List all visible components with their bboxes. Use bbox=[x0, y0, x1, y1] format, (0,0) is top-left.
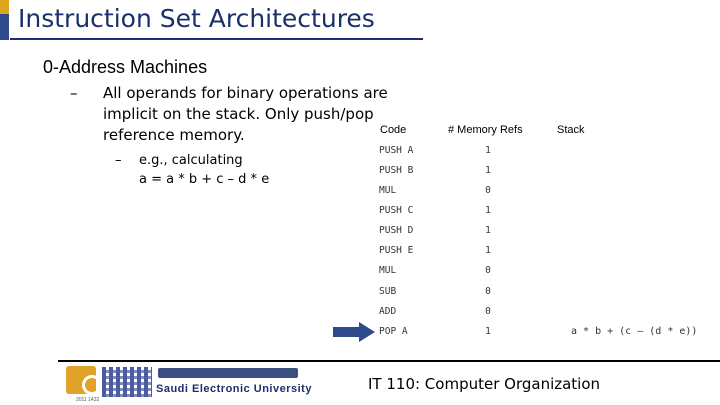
mem-refs-cell: 1 bbox=[485, 205, 491, 216]
example-expression: a = a * b + c – d * e bbox=[139, 172, 270, 187]
table-header-stack: Stack bbox=[557, 124, 585, 136]
slide-title: Instruction Set Architectures bbox=[18, 4, 375, 33]
course-footer: IT 110: Computer Organization bbox=[368, 375, 601, 393]
table-row: ADD 0 bbox=[0, 306, 720, 320]
table-row: MUL 0 bbox=[0, 185, 720, 199]
table-row: SUB 0 bbox=[0, 286, 720, 300]
code-cell: PUSH B bbox=[379, 165, 414, 176]
mem-refs-cell: 1 bbox=[485, 145, 491, 156]
accent-square-gold bbox=[0, 0, 9, 14]
table-row: PUSH A 1 bbox=[0, 145, 720, 159]
mem-refs-cell: 1 bbox=[485, 245, 491, 256]
bullet-dash: – bbox=[70, 84, 78, 102]
right-arrow-icon bbox=[333, 322, 375, 342]
mem-refs-cell: 0 bbox=[485, 306, 491, 317]
table-header-memory-refs: # Memory Refs bbox=[448, 124, 523, 136]
stack-cell: a * b + (c – (d * e)) bbox=[571, 326, 698, 337]
table-row: PUSH B 1 bbox=[0, 165, 720, 179]
logo-english-text: Saudi Electronic University bbox=[156, 383, 312, 395]
bullet-dash: – bbox=[115, 153, 122, 168]
code-cell: PUSH E bbox=[379, 245, 414, 256]
mem-refs-cell: 1 bbox=[485, 165, 491, 176]
footer-divider bbox=[58, 360, 720, 362]
logo-years: 2011 1432 bbox=[76, 397, 100, 403]
mem-refs-cell: 1 bbox=[485, 225, 491, 236]
example-label: e.g., calculating bbox=[139, 153, 243, 168]
logo-emblem bbox=[66, 366, 102, 395]
code-cell: MUL bbox=[379, 265, 397, 276]
bullet-text: All operands for binary operations are i… bbox=[103, 84, 388, 144]
section-subtitle: 0-Address Machines bbox=[43, 57, 208, 77]
university-logo: Saudi Electronic University 2011 1432 bbox=[58, 363, 311, 405]
logo-arabic-text bbox=[158, 368, 298, 378]
code-cell: PUSH D bbox=[379, 225, 414, 236]
table-row: POP A 1 a * b + (c – (d * e)) bbox=[0, 326, 720, 340]
title-underline bbox=[10, 38, 423, 40]
logo-pattern bbox=[102, 367, 152, 397]
table-header-code: Code bbox=[380, 124, 407, 136]
accent-square-blue bbox=[0, 14, 9, 40]
code-cell: PUSH C bbox=[379, 205, 414, 216]
code-cell: ADD bbox=[379, 306, 397, 317]
mem-refs-cell: 1 bbox=[485, 326, 491, 337]
code-cell: PUSH A bbox=[379, 145, 414, 156]
table-row: PUSH D 1 bbox=[0, 225, 720, 239]
code-cell: MUL bbox=[379, 185, 397, 196]
table-row: PUSH C 1 bbox=[0, 205, 720, 219]
mem-refs-cell: 0 bbox=[485, 286, 491, 297]
table-row: MUL 0 bbox=[0, 265, 720, 279]
code-cell: SUB bbox=[379, 286, 397, 297]
mem-refs-cell: 0 bbox=[485, 185, 491, 196]
code-cell: POP A bbox=[379, 326, 408, 337]
table-row: PUSH E 1 bbox=[0, 245, 720, 259]
mem-refs-cell: 0 bbox=[485, 265, 491, 276]
